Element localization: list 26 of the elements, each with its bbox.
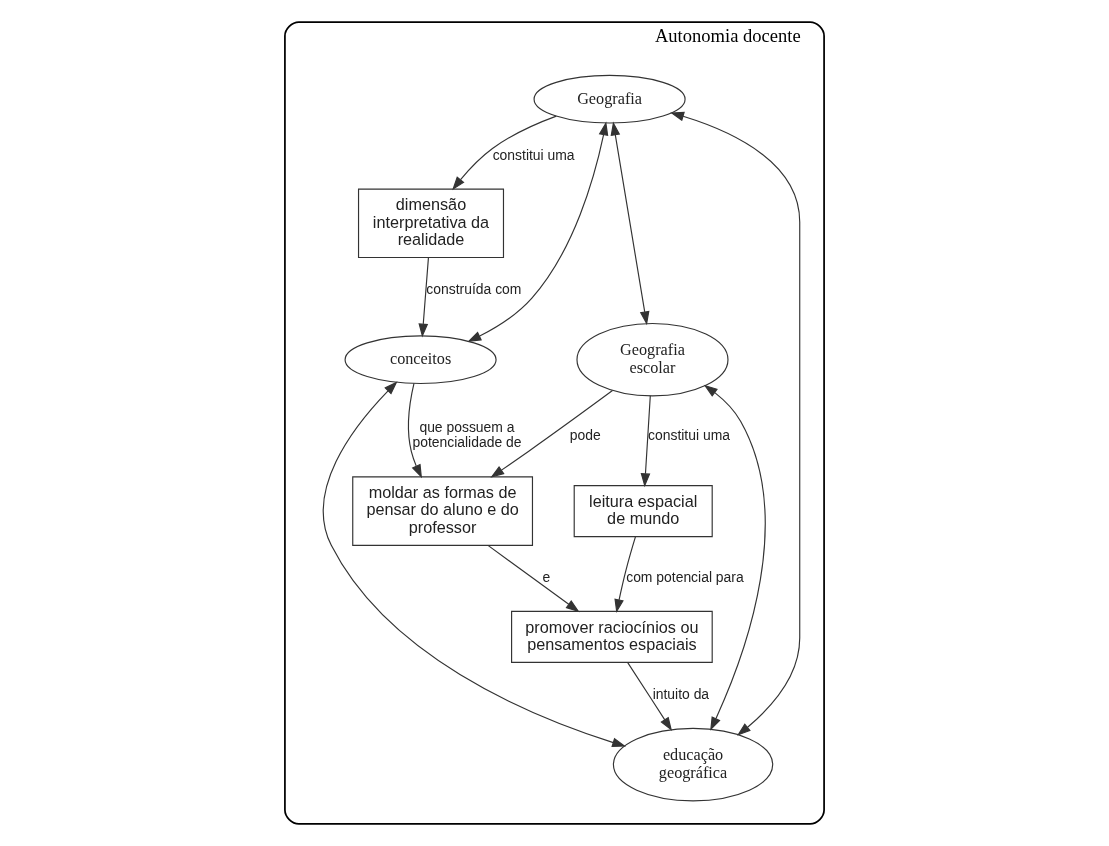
arrow [418, 257, 429, 338]
node-box: promover raciocínios ou pensamentos espaciais [511, 610, 713, 664]
node-box: dimensão interpretativa da realidade [357, 188, 505, 259]
edge-label: pode [569, 426, 601, 443]
node-box: moldar as formas de pensar do aluno e do professor [352, 476, 534, 546]
node-ellipse: conceitos [344, 335, 497, 385]
arrow [614, 536, 637, 614]
edge-label: constitui uma [492, 146, 575, 163]
arrow [640, 395, 651, 488]
arrow [407, 382, 422, 479]
edge-label: e [542, 568, 551, 585]
arrow [703, 384, 766, 731]
arrow [610, 121, 650, 326]
arrow [670, 111, 801, 736]
arrow [467, 121, 609, 342]
edge-label: construída com [426, 281, 522, 298]
edge-label: intuito da [652, 686, 710, 703]
edge-label: constitui uma [648, 426, 730, 443]
edge-label: com potencial para [626, 568, 744, 585]
arrow [627, 662, 673, 732]
arrow [487, 544, 580, 613]
arrow [322, 381, 627, 748]
arrow [452, 115, 557, 191]
node-box: leitura espacial de mundo [573, 485, 713, 538]
arrow [490, 389, 614, 478]
edge-label: que possuem a potencialidade de [412, 419, 522, 451]
